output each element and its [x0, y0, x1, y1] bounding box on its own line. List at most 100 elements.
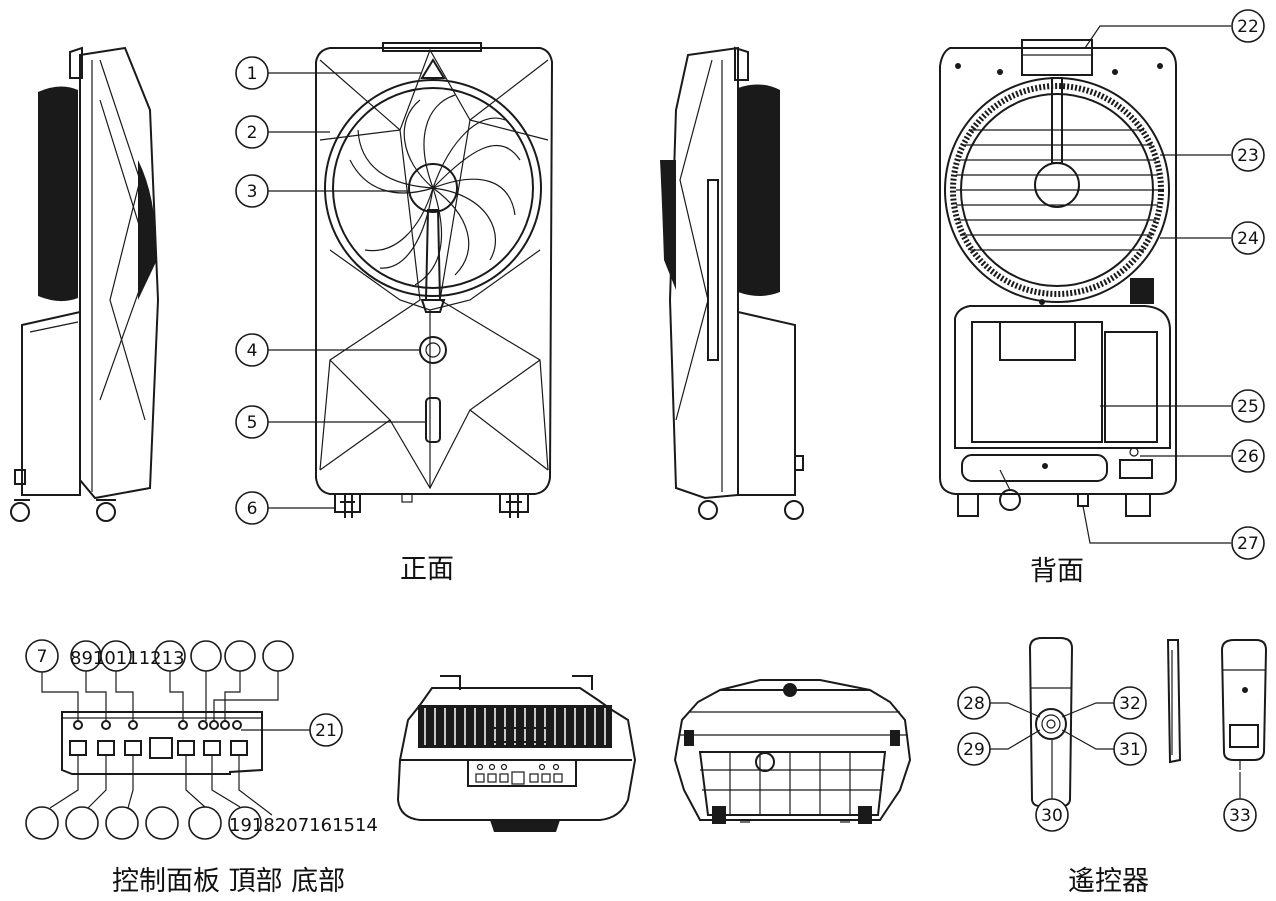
callout-circle — [1113, 686, 1147, 720]
right-tank — [737, 310, 796, 496]
callout-30: 30 — [1035, 798, 1069, 832]
control-panel-buttons — [69, 737, 248, 759]
callout-circle — [1231, 526, 1265, 560]
callout-number: 25 — [1237, 397, 1259, 417]
front-top-handle — [382, 42, 482, 52]
top-view — [396, 675, 637, 832]
remote-battery-cover — [1229, 724, 1259, 748]
front-fan-outer-ring — [324, 79, 542, 297]
left-wheel-back — [96, 502, 116, 522]
callout-circle — [1113, 732, 1147, 766]
front-body — [315, 47, 554, 495]
caption-control-panel: 控制面板 頂部 底部 — [112, 866, 345, 897]
callout-32: 32 — [1113, 686, 1147, 720]
back-tank-handle — [961, 454, 1108, 482]
callout-7: 7 — [25, 639, 59, 673]
callout-circle — [957, 686, 991, 720]
callout-number: 29 — [963, 740, 985, 760]
back-water-tank — [954, 305, 1171, 449]
callout-number: 1 — [247, 64, 258, 84]
front-water-window — [425, 397, 441, 443]
callout-21: 21 — [309, 713, 343, 747]
left-side-view — [10, 46, 160, 522]
callout-circle — [235, 333, 269, 367]
panel-numbers-top: 8910111213 — [70, 648, 185, 669]
callout-number: 4 — [247, 341, 258, 361]
callout-1: 1 — [235, 56, 269, 90]
bottom-view-basket — [698, 751, 887, 816]
callout-circle — [1231, 221, 1265, 255]
left-tank — [21, 310, 81, 496]
callout-33: 33 — [1223, 798, 1257, 832]
control-panel-bottom-callouts — [25, 806, 262, 840]
callout-28: 28 — [957, 686, 991, 720]
caption-back: 背面 — [1030, 556, 1084, 587]
callout-22: 22 — [1231, 9, 1265, 43]
caption-remote: 遙控器 — [1068, 866, 1149, 897]
callout-number: 31 — [1119, 740, 1141, 760]
bottom-view-body — [673, 689, 912, 821]
right-wheel-back — [784, 500, 804, 520]
callout-circle — [1035, 798, 1069, 832]
callout-number: 22 — [1237, 17, 1259, 37]
front-wheel-left — [334, 494, 361, 513]
callout-number: 6 — [247, 499, 258, 519]
back-handle — [1021, 39, 1093, 76]
callout-circle — [957, 732, 991, 766]
callout-24: 24 — [1231, 221, 1265, 255]
callout-number: 7 — [37, 647, 48, 667]
callout-number: 3 — [247, 182, 258, 202]
front-fan-hub — [408, 163, 458, 213]
left-body — [79, 46, 160, 500]
callout-number: 32 — [1119, 694, 1141, 714]
right-body — [668, 46, 739, 500]
callout-circle — [1231, 439, 1265, 473]
callout-23: 23 — [1231, 138, 1265, 172]
remote-side-body — [1166, 639, 1182, 764]
callout-31: 31 — [1113, 732, 1147, 766]
callout-number: 30 — [1041, 806, 1063, 826]
callout-26: 26 — [1231, 439, 1265, 473]
bottom-view — [673, 679, 912, 824]
front-view — [315, 42, 554, 518]
remote-side — [1166, 639, 1182, 764]
back-drain — [1077, 493, 1089, 507]
front-fan-grille-spirals — [349, 94, 521, 286]
callout-number: 24 — [1237, 229, 1259, 249]
callout-number: 26 — [1237, 447, 1259, 467]
back-body — [939, 47, 1177, 495]
callout-2: 2 — [235, 115, 269, 149]
callout-number: 2 — [247, 123, 258, 143]
back-cord-hook — [1130, 278, 1154, 304]
front-knob — [419, 336, 447, 364]
callout-circle — [1223, 798, 1257, 832]
callout-circle — [235, 115, 269, 149]
callout-4: 4 — [235, 333, 269, 367]
front-fan-stem — [424, 209, 442, 301]
right-side-view — [660, 46, 804, 520]
callout-circle — [309, 713, 343, 747]
front-wheel-right — [499, 494, 529, 513]
remote-dpad — [1035, 708, 1067, 740]
top-view-body — [396, 687, 637, 821]
left-wheel-front — [10, 502, 30, 522]
callout-circle — [235, 405, 269, 439]
remote-body — [1028, 637, 1074, 807]
callout-number: 23 — [1237, 146, 1259, 166]
callout-5: 5 — [235, 405, 269, 439]
panel-numbers-bottom: 1918207161514 — [229, 815, 378, 836]
leader-lines — [268, 25, 1241, 805]
caption-front: 正面 — [400, 554, 454, 585]
callout-number: 33 — [1229, 806, 1251, 826]
callout-number: 21 — [315, 721, 337, 741]
left-fan-back — [138, 160, 157, 300]
callout-number: 5 — [247, 413, 258, 433]
callout-25: 25 — [1231, 389, 1265, 423]
right-wheel-front — [698, 500, 718, 520]
remote-back-body — [1220, 639, 1268, 761]
callout-circle — [235, 56, 269, 90]
remote-front — [1028, 637, 1074, 807]
back-hub — [1034, 162, 1080, 208]
